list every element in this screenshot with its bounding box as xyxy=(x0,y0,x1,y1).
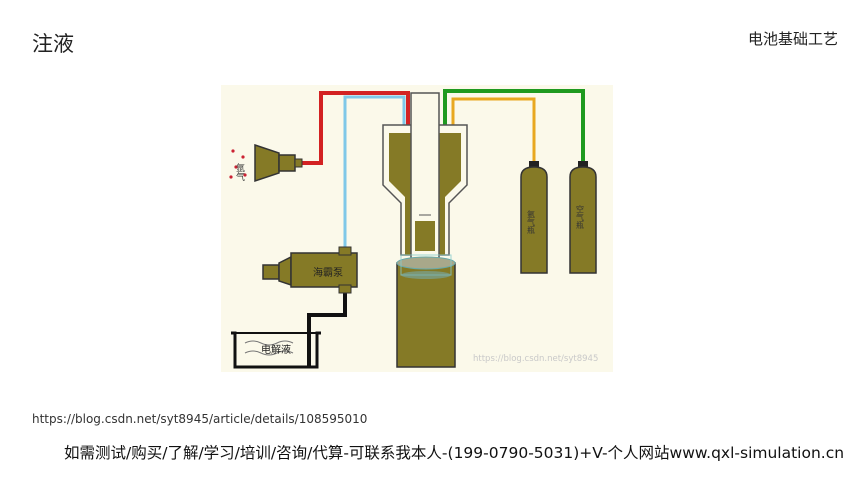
diagram-watermark: https://blog.csdn.net/syt8945 xyxy=(473,354,598,364)
electrolyte-label: 电解液 xyxy=(261,343,291,356)
electrolyte-injection-diagram: 氩气 海霸泵 电解液 氩气瓶 空气瓶 xyxy=(221,85,613,372)
page-title: 注液 xyxy=(32,32,74,56)
electrolyte-tank xyxy=(231,331,321,369)
yellow-pipe xyxy=(451,97,536,163)
argon-nozzle xyxy=(254,143,303,183)
source-url[interactable]: https://blog.csdn.net/syt8945/article/de… xyxy=(32,412,368,426)
gas-cylinder-a xyxy=(520,161,548,274)
pump-label: 海霸泵 xyxy=(313,266,343,279)
gas-cylinder-b xyxy=(569,161,597,274)
contact-line: 如需测试/购买/了解/学习/培训/咨询/代算-可联系我本人-(199-0790-… xyxy=(64,444,845,462)
gas-a-label: 氩气瓶 xyxy=(527,209,536,235)
subject-title: 电池基础工艺 xyxy=(747,30,838,48)
argon-sparks-icon xyxy=(229,149,247,179)
pump xyxy=(262,246,358,294)
red-pipe xyxy=(302,91,410,165)
green-pipe xyxy=(443,89,585,163)
battery-cell xyxy=(396,254,456,368)
blue-pipe xyxy=(343,95,406,250)
argon-label: 氩气 xyxy=(234,162,245,181)
injection-funnel xyxy=(382,92,468,262)
gas-b-label: 空气瓶 xyxy=(576,204,585,230)
black-pipe xyxy=(307,290,347,367)
